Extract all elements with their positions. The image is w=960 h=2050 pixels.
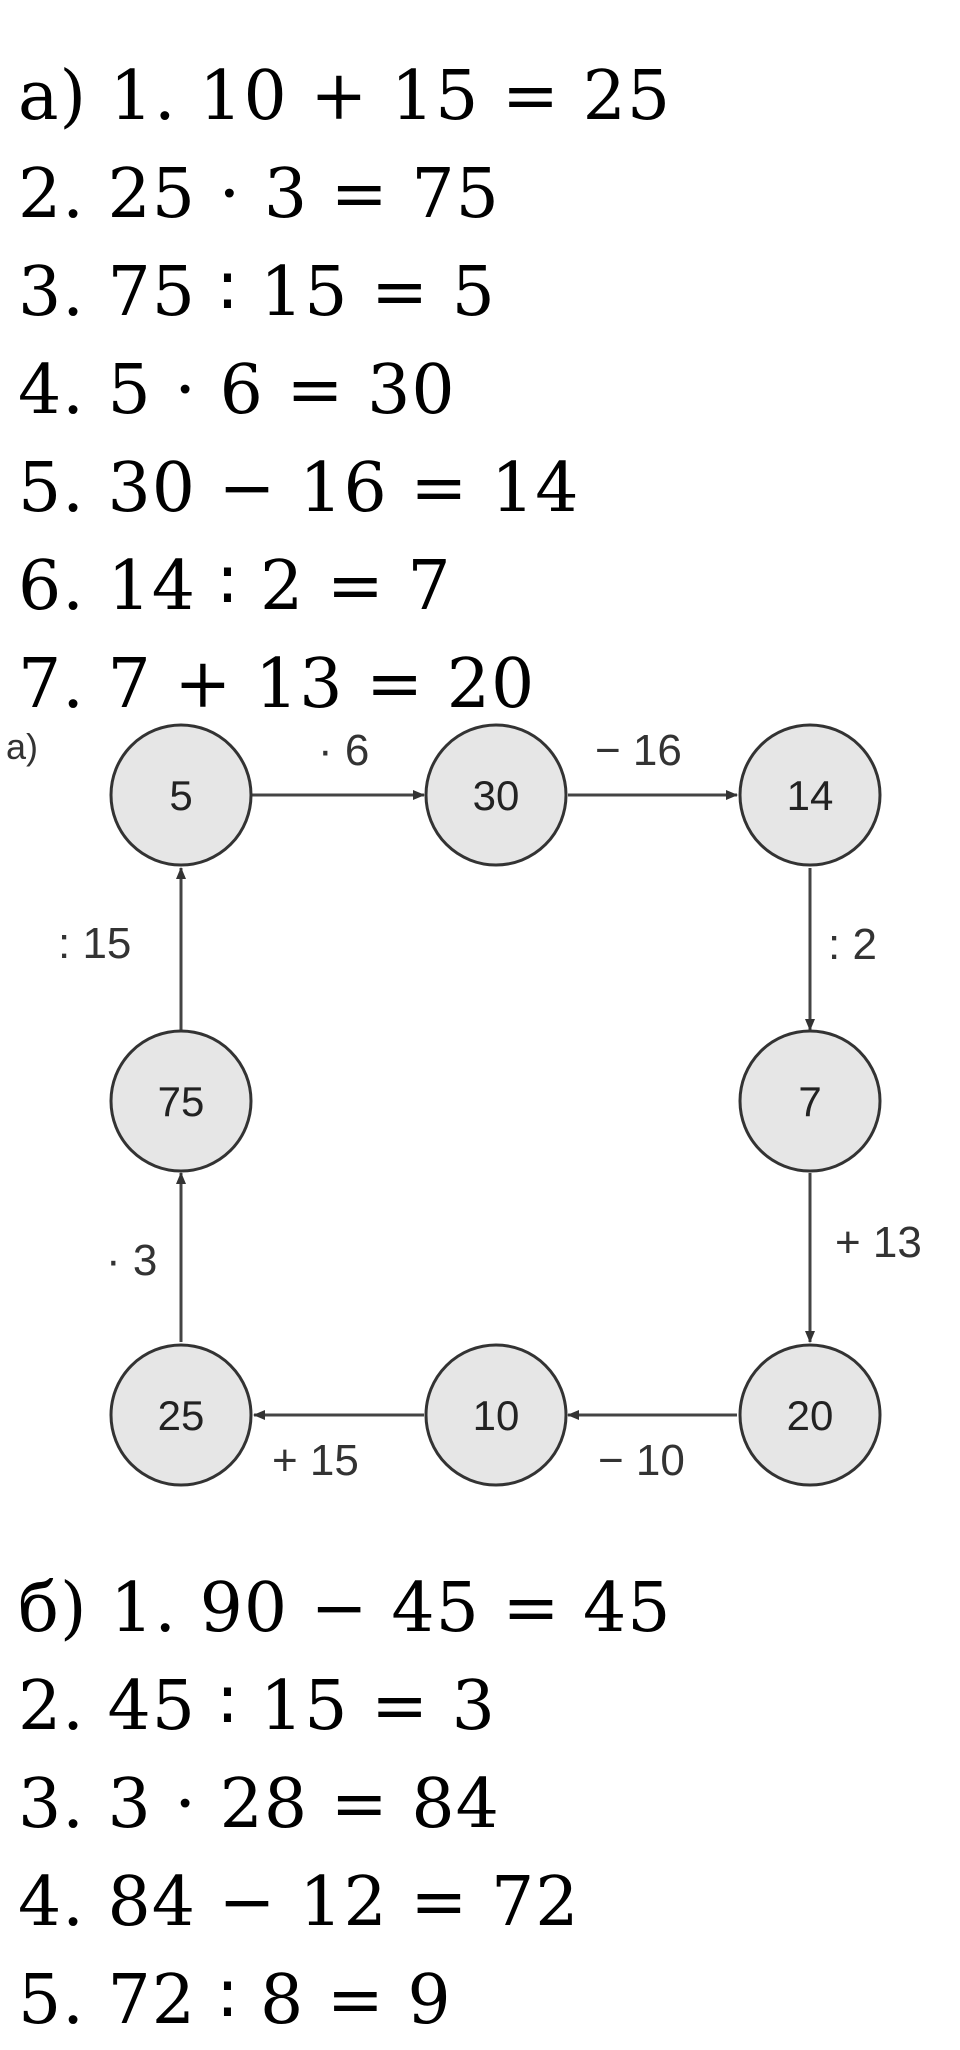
- node-value: 30: [473, 772, 520, 819]
- node-value: 25: [158, 1392, 205, 1439]
- solution-line: 2. 45 ∶ 15 = 3: [18, 1667, 496, 1746]
- section-a-solutions: а) 1. 10 + 15 = 25 2. 25 · 3 = 75 3. 75 …: [18, 48, 671, 734]
- node-value: 5: [169, 772, 192, 819]
- node-20: 20: [738, 1343, 882, 1487]
- node-75: 75: [109, 1029, 253, 1173]
- node-14: 14: [738, 723, 882, 867]
- solution-line: 3. 75 ∶ 15 = 5: [18, 253, 496, 332]
- operation-chain-diagram: а) · 6 − 16 : 2 + 13 − 10 + 15 · 3 : 15 …: [6, 723, 922, 1487]
- diagram-label: а): [6, 726, 38, 767]
- solution-line: 6. 14 ∶ 2 = 7: [18, 547, 452, 626]
- node-25: 25: [109, 1343, 253, 1487]
- node-value: 75: [158, 1078, 205, 1125]
- edge-label: : 2: [828, 920, 877, 969]
- solution-line: 4. 84 − 12 = 72: [18, 1863, 580, 1942]
- node-value: 10: [473, 1392, 520, 1439]
- node-value: 14: [787, 772, 834, 819]
- node-value: 20: [787, 1392, 834, 1439]
- section-b-solutions: б) 1. 90 − 45 = 45 2. 45 ∶ 15 = 3 3. 3 ·…: [18, 1560, 672, 2050]
- node-value: 7: [798, 1078, 821, 1125]
- node-30: 30: [424, 723, 568, 867]
- edge-label: + 13: [835, 1218, 922, 1267]
- node-5: 5: [109, 723, 253, 867]
- solution-line: 5. 72 ∶ 8 = 9: [18, 1961, 452, 2040]
- edge-label: : 15: [58, 919, 131, 968]
- edge-label: + 15: [272, 1436, 359, 1485]
- solution-line: 4. 5 · 6 = 30: [18, 351, 456, 430]
- edge-label: · 6: [318, 726, 369, 775]
- node-7: 7: [738, 1029, 882, 1173]
- solution-line: б) 1. 90 − 45 = 45: [18, 1569, 672, 1648]
- edge-label: − 16: [595, 726, 682, 775]
- edge-label: − 10: [598, 1436, 685, 1485]
- node-10: 10: [424, 1343, 568, 1487]
- solution-line: 7. 7 + 13 = 20: [18, 645, 536, 724]
- solution-line: 5. 30 − 16 = 14: [18, 449, 580, 528]
- solution-line: 2. 25 · 3 = 75: [18, 155, 500, 234]
- edge-label: · 3: [106, 1236, 157, 1285]
- solution-line: а) 1. 10 + 15 = 25: [18, 57, 672, 136]
- solution-line: 3. 3 · 28 = 84: [18, 1765, 500, 1844]
